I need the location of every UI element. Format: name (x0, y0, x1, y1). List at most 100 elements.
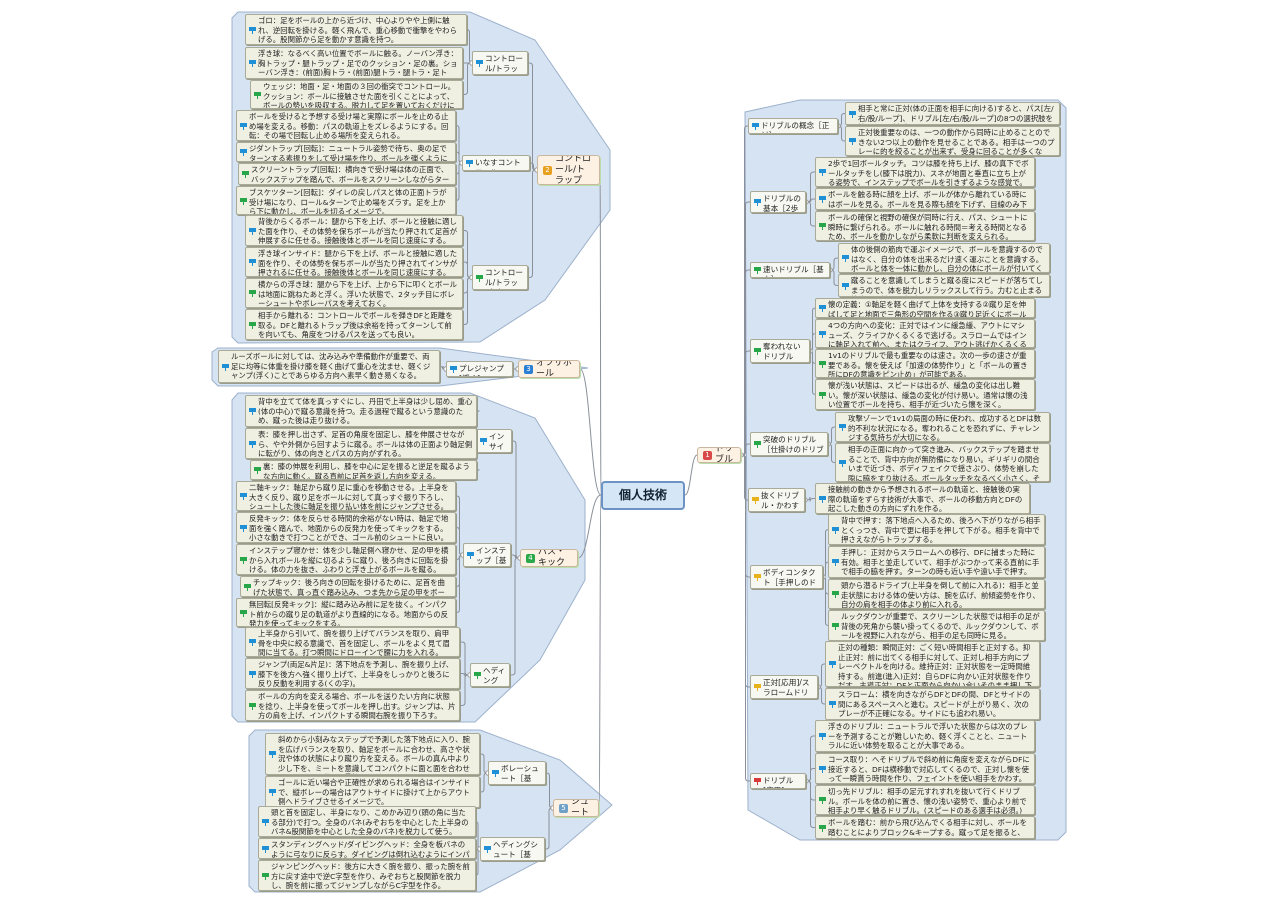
note-item[interactable]: ジャンプ(両足&片足)：落下地点を予測し、腕を振り上げ、膝下を後方へ強く振り上げ… (245, 658, 460, 689)
note-item[interactable]: スタンディングヘッド/ダイビングヘッド：全身を板バネのように弓なりに反らす。ダイ… (258, 838, 476, 859)
note-item[interactable]: ボールの確保と視野の確保が同時に行え、パス、シュートに瞬時に繋げられる。ボールに… (815, 211, 1035, 241)
note-item[interactable]: 表：膝を押し出さず、足首の角度を固定し、膝を伸展させながら、やや外側から回すよう… (245, 428, 477, 459)
subtopic[interactable]: プレジャンプ[浮く] (446, 361, 513, 377)
subtopic[interactable]: ドリブル[応用] (750, 773, 806, 789)
green-flag-icon (474, 672, 481, 679)
subtopic-label: 突破のドリブル［仕掛けのドリブル］ (763, 435, 824, 455)
note-item[interactable]: 蹴ることを意識してしまうと蹴る度にスピードが落ちてしまうので、体を脱力しリラック… (838, 274, 1050, 297)
subtopic[interactable]: 突破のドリブル［仕掛けのドリブル］ (750, 432, 828, 456)
note-item[interactable]: 相手と常に正対(体の正面を相手に向ける)すると、パス[左/右/股/ループ]、ドリ… (845, 102, 1060, 125)
note-item[interactable]: 頭から潜るドライブ(上半身を倒して前に入れる)：相手と並走状態における体の使い方… (828, 579, 1045, 609)
note-item[interactable]: 攻撃ゾーンで1v1の局面の時に使われ、成功するとDFは数的不利な状況になる。奪わ… (835, 412, 1050, 442)
note-item[interactable]: 切っ先ドリブル：相手の足元すれすれを抜いて行くドリブル。ボールを体の前に置き、懐… (815, 785, 1035, 815)
note-text: ルックダウンが重要で、スクリーンした状態では相手の足が背後の死角から襲い掛ってく… (841, 612, 1040, 641)
note-item[interactable]: インステップ寝かせ：体を少し軸足側へ寝かせ、足の甲を横から入れボールを縦に切るよ… (236, 544, 456, 575)
note-item[interactable]: 4つの方向への変化：正対ではインに緩急緩、アウトにマシューズ、クライフかくるくる… (815, 319, 1035, 348)
subtopic[interactable]: 奪われないドリブル［懐］ (750, 339, 810, 363)
green-flag-icon (754, 441, 761, 448)
note-item[interactable]: ボールを触る時に顔を上げ、ボールが体から離れている時にはボールを見る。ボールを見… (815, 188, 1035, 210)
note-item[interactable]: 反発キック：体を反らせる時間的余裕がない時は、軸足で地面を強く踏んで、地面からの… (236, 512, 456, 543)
note-text: スラローム：横を向きながらDFとDFの間、DFとサイドの間にあるスペースへと進む… (838, 690, 1031, 719)
note-item[interactable]: ルックダウンが重要で、スクリーンした状態では相手の足が背後の死角から襲い掛ってく… (828, 610, 1045, 641)
blue-flag-icon (849, 138, 856, 145)
branch-number-badge: 1 (703, 450, 712, 460)
note-item[interactable]: 懐の定義：①軸足を軽く曲げて上体を支持する②蹴り足を伸ばして足と地面で三角形の空… (815, 298, 1035, 318)
note-text: 相手の正面に向かって突き進み、バックステップを踏ませることで、背中方向が無防備に… (848, 445, 1041, 482)
note-item[interactable]: 正対後重要なのは、一つの動作から同時に止めることのできない2つ以上の動作を見せる… (845, 126, 1060, 156)
note-text: 裏：膝の伸展を利用し、膝を中心に足を振ると逆足を蹴るような方向に動く。蹴る直前に… (263, 462, 470, 480)
subtopic-label: インステップ［基本］ (476, 546, 507, 566)
note-item[interactable]: コース取り：へそドリブルで斜め前に角度を変えながらDFに接近すると、DFは横移動… (815, 753, 1035, 784)
subtopic[interactable]: 抜くドリブル・かわすドリブル (748, 488, 805, 512)
subtopic[interactable]: 正対[応用]/スラロームドリブル (750, 675, 818, 699)
note-item[interactable]: ルーズボールに対しては、沈み込みや準備動作が重要で、両足に均等に体重を掛け膝を軽… (218, 350, 440, 383)
note-item[interactable]: チップキック：後ろ向きの回転を掛けるために、足首を曲げた状態で、真っ直ぐ踏み込み… (240, 576, 456, 597)
subtopic-label: ヘディング［基本］ (483, 666, 506, 686)
yellow-flag-icon (754, 684, 761, 691)
subtopic-connector (741, 350, 750, 456)
note-item[interactable]: 相手から離れる：コントロールでボールを弾きDFと距離を取る。DFと離れるトラップ… (245, 309, 463, 340)
note-item[interactable]: 懐が浅い状態は、スピードは出るが、緩急の変化は出し難い。懐が深い状態は、緩急の変… (815, 379, 1035, 410)
subtopic[interactable]: コントロール/トラップ[応用] (472, 265, 528, 290)
note-connector (456, 554, 463, 613)
note-item[interactable]: 無回転[反発キック]：縦に踏み込み前に足を抜く。インパクト前からの蹴り足の軌道が… (236, 598, 456, 627)
note-item[interactable]: ジャンピングヘッド：後方に大きく腕を振り、振った腕を前方に戻す途中で逆C字型を作… (258, 860, 476, 891)
central-topic[interactable]: 個人技術 (601, 481, 685, 510)
note-item[interactable]: ボールを受けると予想する受け場と実際にボールを止める止め場を変える。移動：パスの… (236, 110, 456, 141)
subtopic[interactable]: インサイド［基本］ (476, 429, 512, 453)
note-item[interactable]: ボールの方向を変える場合、ボールを送りたい方向に状態を捻り、上半身を使ってボール… (245, 690, 460, 721)
note-text: チップキック：後ろ向きの回転を掛けるために、足首を曲げた状態で、真っ直ぐ踏み込み… (253, 578, 445, 597)
note-item[interactable]: スクリーントラップ[回転]：横向きで受け場は体の正面で、バックステップを踏んで、… (238, 163, 456, 185)
note-item[interactable]: 背後からくるボール：腿から下を上げ、ボールと接触に適した面を作り、その体勢を保ち… (245, 215, 463, 246)
note-item[interactable]: 横からの浮き球：腿から下を上げ、上から下に叩くとボールは地面に跳ねたあと浮く。浮… (245, 278, 463, 308)
note-item[interactable]: 斜めから小刻みなステップで予測した落下地点に入り、腕を広げバランスを取り、軸足を… (265, 733, 480, 775)
note-item[interactable]: 浮きのドリブル：ニュートラルで浮いた状態からは次のプレーを予測することが難しいた… (815, 720, 1035, 752)
subtopic[interactable]: ドリブルの概念［正対］ (748, 118, 838, 134)
note-item[interactable]: ボールを踏む：前から飛び込んでくる相手に対し、ボールを踏むことによりブロック&キ… (815, 816, 1035, 839)
subtopic[interactable]: ドリブルの基本［2歩1触］ (750, 191, 806, 213)
subtopic-connector (528, 169, 537, 278)
note-item[interactable]: 2歩で1回ボールタッチ。コツは膝を持ち上げ、膝の真下でボールタッチをし(膝下は脱… (815, 157, 1035, 187)
green-flag-icon (819, 360, 826, 368)
branch-connector (598, 494, 602, 809)
note-item[interactable]: スラローム：横を向きながらDFとDFの間、DFとサイドの間にあるスペースへと進む… (825, 688, 1040, 720)
note-item[interactable]: 上半身から引いて、腕を振り上げてバランスを取り、肩甲骨を中央に絞る意識で、首を固… (245, 627, 460, 657)
subtopic[interactable]: 速いドリブル［基本］ (750, 262, 830, 278)
note-item[interactable]: ゴロ：足をボールの上から近づけ、中心よりやや上側に触れ、逆回転を掛ける。軽く飛ん… (245, 14, 467, 45)
subtopic[interactable]: ボディコンタクト［手押しのドリブル］ (750, 565, 823, 589)
subtopic[interactable]: ヘディング［基本］ (470, 663, 510, 687)
blue-flag-icon (240, 493, 247, 500)
note-item[interactable]: 二軸キック：軸足から蹴り足に重心を移動させる。上半身を大きく反り、蹴り足をボール… (236, 481, 456, 511)
note-item[interactable]: 背中を立てて体を真っすぐにし、丹田で上半身は少し屈め、重心(体の中心)で蹴る意識… (245, 395, 477, 427)
note-item[interactable]: ゴールに近い場合や正確性が求められる場合はインサイドで、縦ボレーの場合はアウトサ… (265, 776, 480, 808)
subtopic[interactable]: コントロール/トラップ[基本] (472, 51, 528, 75)
note-item[interactable]: ジダントラップ[回転]：ニュートラル姿勢で待ち、奥の足でターンする素振りをして受… (236, 142, 456, 162)
note-item[interactable]: 背中で押す：落下地点へ入るため、後ろへ下がりながら相手とくっつき、背中で更に相手… (828, 514, 1045, 545)
subtopic[interactable]: インステップ［基本］ (463, 543, 511, 567)
note-item[interactable]: 裏：膝の伸展を利用し、膝を中心に足を振ると逆足を蹴るような方向に動く。蹴る直前に… (250, 460, 477, 480)
note-item[interactable]: 体の後側の筋肉で運ぶイメージで、ボールを意識するのではなく、自分の体を出来るだけ… (838, 243, 1050, 273)
subtopic[interactable]: ヘディングシュート［基本］ (480, 837, 545, 861)
note-text: 横からの浮き球：腿から下を上げ、上から下に叩くとボールは地面に跳ねたあと浮く。浮… (258, 280, 458, 308)
note-item[interactable]: 相手の正面に向かって突き進み、バックステップを踏ませることで、背中方向が無防備に… (835, 443, 1050, 482)
blue-flag-icon (466, 160, 473, 167)
note-item[interactable]: 接触前の動きから予想されるボールの軌道と、接触後の実際の軌道をずらす技術が大事で… (815, 483, 1030, 514)
note-item[interactable]: 頭と首を固定し、半身になり、こめかみ辺り(頭の角に当たる部分)で打つ。全身のバネ… (258, 806, 476, 837)
note-text: コース取り：へそドリブルで斜め前に角度を変えながらDFに接近すると、DFは横移動… (828, 755, 1030, 784)
note-item[interactable]: 手押し：正対からスラロームへの移行、DFに捕まった時に有効。相手と並走していて、… (828, 546, 1045, 578)
note-item[interactable]: 1v1のドリブルで最も重要なのは速さ。次の一歩の速さが重要である。懐を使えば「加… (815, 349, 1035, 378)
note-item[interactable]: 浮き球インサイド：腿から下を上げ、ボールと接触に適した面を作り、その体勢を保ちボ… (245, 247, 463, 277)
subtopic[interactable]: ボレーシュート［基本］ (488, 761, 546, 785)
note-item[interactable]: ウェッジ：地面・足・地面の３回の衝突でコントロール。クッション：ボールに接触させ… (250, 80, 463, 109)
note-item[interactable]: 浮き球：なるべく高い位置でボールに触る。ノーバン浮き：胸トラップ・腿トラップ・足… (245, 47, 463, 79)
subtopic[interactable]: いなすコントロール (462, 155, 530, 171)
note-item[interactable]: 正対の種類：瞬間正対：ごく短い時間相手と正対する。抑止正対：前に出てくる相手に対… (825, 641, 1040, 687)
blue-flag-icon (819, 330, 826, 338)
note-item[interactable]: ブスケツターン[回転]：ダイレの戻しパスと体の正面トラが受け場になり、ロール&タ… (236, 186, 456, 215)
note-connector (463, 62, 472, 95)
